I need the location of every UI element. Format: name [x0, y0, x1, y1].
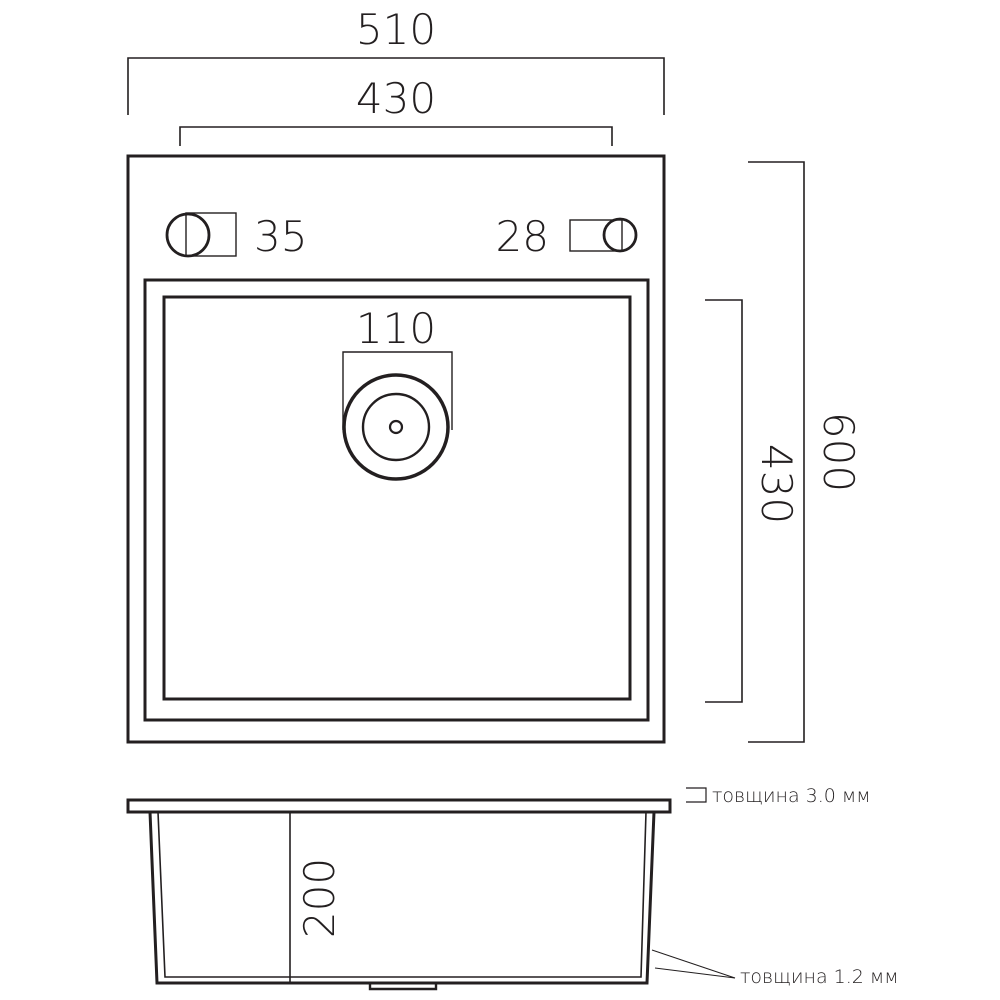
bowl-thickness-label: товщина 1.2 мм: [740, 966, 899, 988]
bowl-depth-label: 430: [752, 444, 801, 524]
bowl-height-label: 200: [295, 858, 344, 938]
bowl-depth-dimension: 430: [705, 299, 801, 703]
top-flange: [126, 798, 672, 814]
drain-stub: [368, 983, 438, 991]
overall-width-label: 510: [356, 5, 436, 54]
top-thickness-note: товщина 3.0 мм: [686, 785, 871, 807]
side-section-view: 200: [126, 798, 672, 991]
tap-hole-label: 35: [254, 212, 307, 261]
overall-depth-label: 600: [814, 412, 863, 492]
drain-outer-icon: [342, 373, 450, 481]
overall-width-dimension: 510: [127, 5, 665, 115]
top-thickness-label: товщина 3.0 мм: [712, 785, 871, 807]
bowl-section-inner: [157, 811, 647, 978]
drain-center-icon: [388, 419, 404, 435]
bowl-width-dimension: 430: [179, 74, 613, 146]
drain: 110: [342, 304, 453, 481]
drain-diameter-label: 110: [356, 304, 436, 353]
accessory-hole-icon: [602, 217, 638, 253]
tap-hole: 35: [165, 212, 307, 261]
sink-outer-outline: [126, 154, 666, 744]
accessory-hole-label: 28: [496, 212, 549, 261]
drain-ring-icon: [361, 392, 431, 462]
tap-hole-icon: [165, 212, 211, 258]
bowl-inner-rim: [162, 295, 632, 701]
bowl-width-label: 430: [356, 74, 436, 123]
overall-depth-dimension: 600: [748, 161, 863, 743]
bowl-section-outer: [148, 811, 656, 985]
accessory-hole: 28: [496, 212, 638, 261]
bowl-thickness-note: товщина 1.2 мм: [651, 949, 899, 988]
bowl-outer-rim: [143, 278, 650, 722]
